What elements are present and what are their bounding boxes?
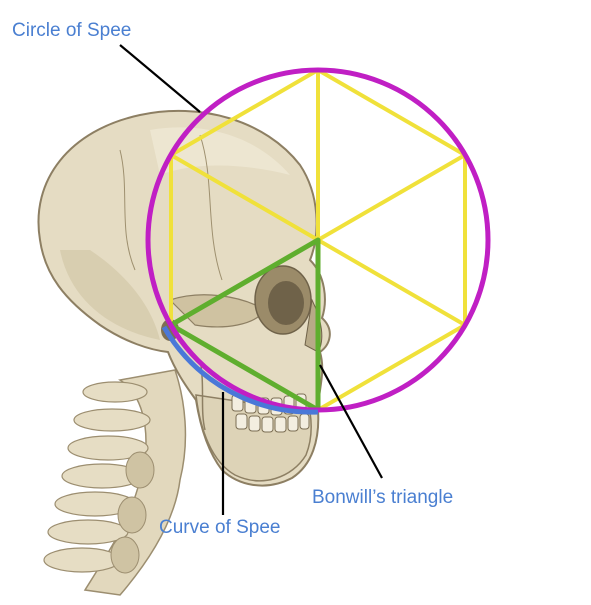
cervical-spine-icon [43, 369, 187, 596]
curve-of-spee-label: Curve of Spee [159, 517, 281, 538]
leader-lines [119, 44, 383, 515]
circle-of-spee-label: Circle of Spee [12, 20, 132, 41]
bonwills-triangle-label: Bonwill’s triangle [312, 487, 454, 508]
circle-of-spee-shape [145, 67, 491, 413]
bonwills-triangle-shape [168, 237, 321, 413]
curve-of-spee-shape [161, 325, 319, 415]
leader-circle-of-spee [119, 44, 201, 113]
leader-bonwills-triangle [319, 364, 383, 479]
